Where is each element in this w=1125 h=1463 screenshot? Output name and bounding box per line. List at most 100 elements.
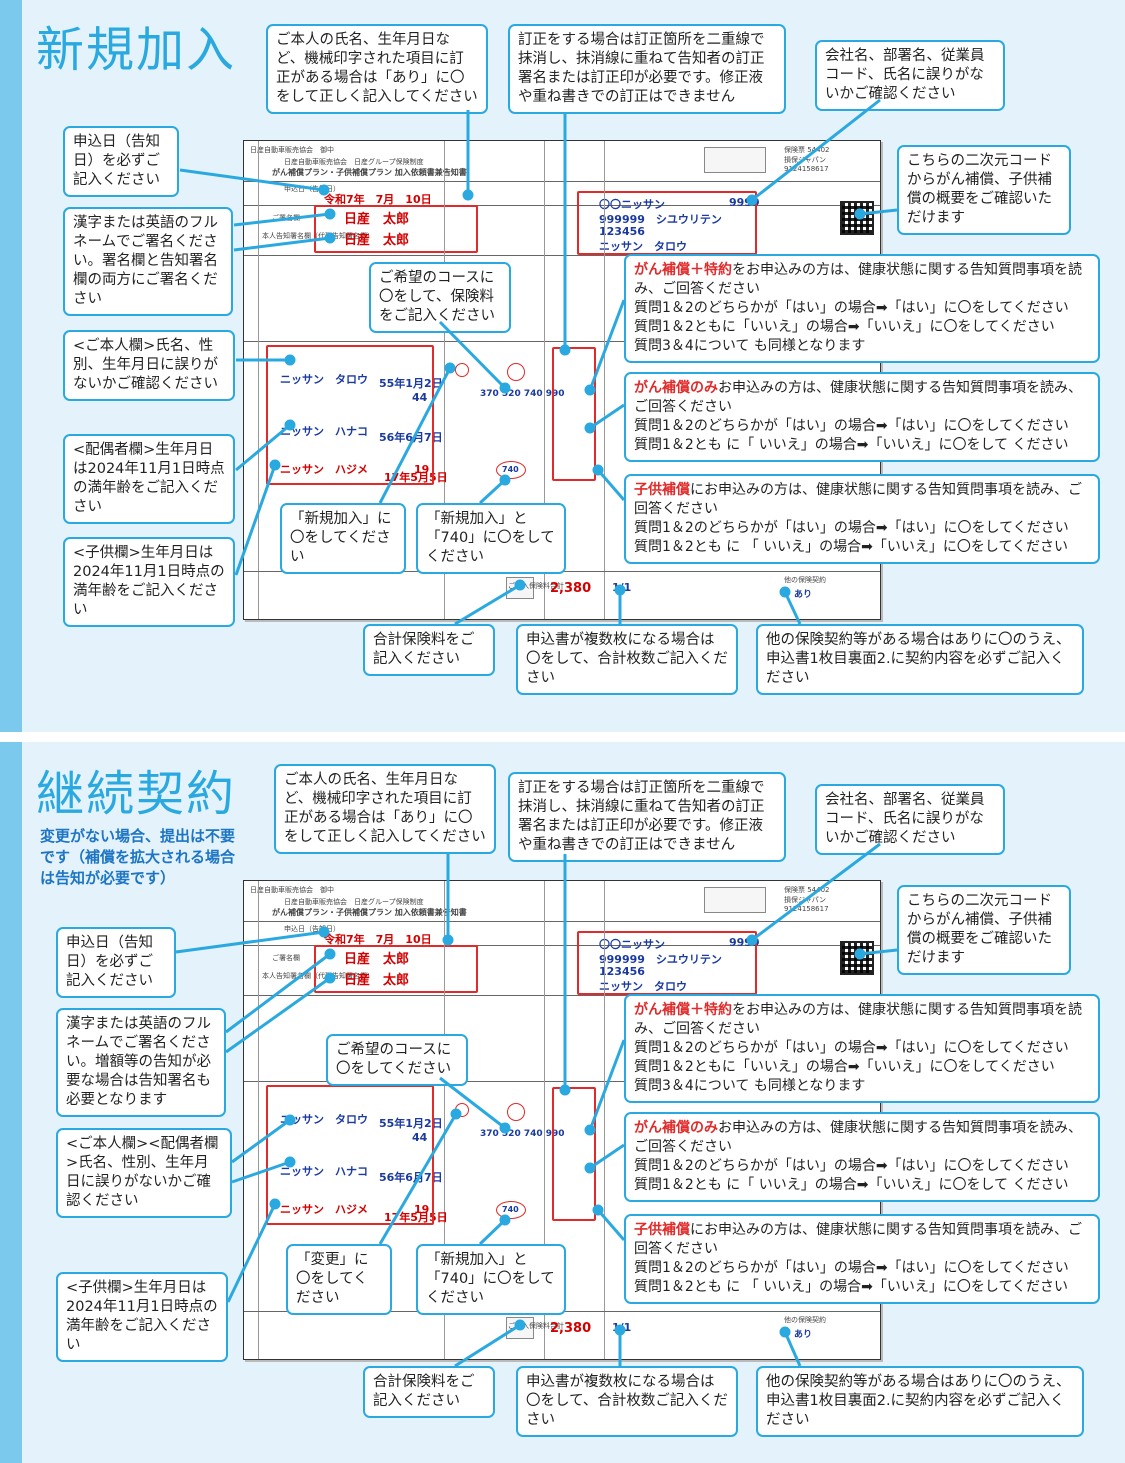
form-signature-name-1[interactable]: 日産 太郎 [344, 212, 410, 227]
form-person-3: ニッサン ハジメ [280, 463, 368, 476]
form-other-label: 他の保険契約 [784, 1316, 826, 1324]
form-stamp-box [704, 147, 766, 173]
form-signature-name-2[interactable]: 日産 太郎 [344, 973, 410, 988]
panel-title: 新規加入 [36, 22, 237, 78]
panel-renewal: 継続契約 変更がない場合、提出は不要です（補償を拡大される場合は告知が必要です）… [0, 742, 1125, 1463]
child-health-title: 子供補償 [634, 482, 690, 498]
child-health-text: にお申込みの方は、健康状態に関する告知質問事項を読み、ご回答ください [634, 1222, 1082, 1257]
form-other-label: 他の保険契約 [784, 576, 826, 584]
callout-other: 他の保険契約等がある場合はありに〇のうえ、申込書1枚目裏面2.に契約内容を必ずご… [756, 1366, 1084, 1437]
cancer-plus-q3: 質問3＆4について も同様となります [634, 338, 866, 354]
form-total-premium[interactable]: 2,380 [550, 581, 592, 596]
cancer-only-q2: 質問1＆2とも に「 いいえ」の場合➡「いいえ」に〇をして ください [634, 1177, 1069, 1193]
callout-course: ご希望のコースに〇をしてください [326, 1034, 468, 1086]
callout-child-health: 子供補償にお申込みの方は、健康状態に関する告知質問事項を読み、ご回答ください 質… [624, 474, 1100, 564]
callout-new-740: 「新規加入」と「740」に〇をしてください [416, 503, 566, 574]
form-header-small: 日産自動車販売協会 御中 [250, 886, 334, 894]
callout-cancer-plus: がん補償＋特約をお申込みの方は、健康状態に関する告知質問事項を読み、ご回答くださ… [624, 254, 1100, 363]
form-employee-kana: ニッサン タロウ [599, 240, 687, 253]
form-number: 保険票 54402 [784, 146, 830, 154]
form-sheet-count[interactable]: 1/1 [612, 581, 632, 594]
cancer-only-q1: 質問1＆2のどちらかが「はい」の場合➡「はい」に〇をしてください [634, 418, 1069, 434]
child-health-q2: 質問1＆2とも に 「 いいえ」の場合➡「いいえ」に〇をしてください [634, 1279, 1069, 1295]
form-date-value[interactable]: 令和7年 7月 10日 [324, 193, 432, 206]
persons-highlight [266, 345, 434, 485]
panel-side-bar [0, 0, 22, 732]
cancer-plus-text: をお申込みの方は、健康状態に関する告知質問事項を読み、ご回答ください [634, 1002, 1082, 1037]
callout-signature: 漢字または英語のフルネームでご署名ください。署名欄と告知署名欄の両方にご署名くだ… [63, 207, 233, 316]
form-total-label: ご加入保険料合計 [508, 582, 564, 590]
form-employee-code: 999999 シユウリテン [599, 953, 722, 966]
callout-multi: 申込書が複数枚になる場合は〇をして、合計枚数ご記入ください [516, 1366, 738, 1437]
qr-code-icon[interactable] [840, 941, 874, 975]
child-health-q1: 質問1＆2のどちらかが「はい」の場合➡「はい」に〇をしてください [634, 1260, 1069, 1276]
form-total-label: ご加入保険料合計 [508, 1322, 564, 1330]
course-740-circle [496, 1201, 526, 1219]
callout-qr: こちらの二次元コードからがん補償、子供補償の概要をご確認いただけます [897, 145, 1071, 235]
callout-total: 合計保険料をご記入ください [363, 1366, 495, 1418]
callout-self: <ご本人欄>氏名、性別、生年月日に誤りがないかご確認ください [63, 330, 235, 401]
form-header-title-2: がん補償プラン・子供補償プラン 加入依頼書兼告知書 [272, 908, 467, 917]
form-signature-label: ご署名欄 [272, 954, 300, 962]
signature-highlight [314, 205, 478, 253]
callout-spouse: <配偶者欄>生年月日は2024年11月1日時点の満年齢をご記入ください [63, 434, 235, 524]
cancer-only-text: お申込みの方は、健康状態に関する告知質問事項を読み、ご回答ください [634, 1120, 1082, 1155]
form-sheet-count[interactable]: 1/1 [612, 1321, 632, 1334]
cancer-plus-text: をお申込みの方は、健康状態に関する告知質問事項を読み、ご回答ください [634, 262, 1082, 297]
form-employee-kana: ニッサン タロウ [599, 980, 687, 993]
callout-signature: 漢字または英語のフルネームでご署名ください。増額等の告知が必要な場合は告知署名も… [56, 1008, 226, 1117]
callout-company-check: 会社名、部署名、従業員コード、氏名に誤りがないかご確認ください [815, 40, 1005, 111]
course-circle [507, 363, 525, 381]
form-course-numbers: 370 520 740 990 [480, 389, 565, 399]
signature-highlight [314, 945, 478, 993]
callout-date: 申込日（告知日）を必ずご記入ください [56, 927, 176, 998]
child-health-q2: 質問1＆2とも に 「 いいえ」の場合➡「いいえ」に〇をしてください [634, 539, 1069, 555]
cancer-plus-q1: 質問1＆2のどちらかが「はい」の場合➡「はい」に〇をしてください [634, 1040, 1069, 1056]
cancer-plus-title: がん補償＋特約 [634, 1002, 732, 1018]
form-signature-label: ご署名欄 [272, 214, 300, 222]
form-person-1: ニッサン タロウ [280, 1113, 368, 1126]
callout-child-health: 子供補償にお申込みの方は、健康状態に関する告知質問事項を読み、ご回答ください 質… [624, 1214, 1100, 1304]
cancer-only-q2: 質問1＆2とも に「 いいえ」の場合➡「いいえ」に〇をして ください [634, 437, 1069, 453]
form-total-premium[interactable]: 2,380 [550, 1321, 592, 1336]
change-circle [455, 1103, 469, 1117]
callout-company-check: 会社名、部署名、従業員コード、氏名に誤りがないかご確認ください [815, 784, 1005, 855]
cancer-only-q1: 質問1＆2のどちらかが「はい」の場合➡「はい」に〇をしてください [634, 1158, 1069, 1174]
form-other-value[interactable]: あり [794, 590, 813, 600]
course-740-circle [496, 461, 526, 479]
child-health-text: にお申込みの方は、健康状態に関する告知質問事項を読み、ご回答ください [634, 482, 1082, 517]
form-date-value[interactable]: 令和7年 7月 10日 [324, 933, 432, 946]
form-other-value[interactable]: あり [794, 1330, 813, 1340]
form-employee-code: 999999 シユウリテン [599, 213, 722, 226]
callout-date: 申込日（告知日）を必ずご記入ください [63, 126, 179, 197]
course-circle [507, 1103, 525, 1121]
form-signature-name-1[interactable]: 日産 太郎 [344, 952, 410, 967]
form-number: 保険票 54402 [784, 886, 830, 894]
callout-child: <子供欄>生年月日は2024年11月1日時点の満年齢をご記入ください [63, 537, 235, 627]
form-employee-number: 123456 [599, 225, 645, 238]
form-company-name: 〇〇ニッサン [599, 938, 665, 951]
form-code-line: 9124158617 [784, 165, 829, 173]
cancer-plus-q2: 質問1＆2ともに「いいえ」の場合➡「いいえ」に〇をしてください [634, 319, 1055, 335]
cancer-only-text: お申込みの方は、健康状態に関する告知質問事項を読み、ご回答ください [634, 380, 1082, 415]
cancer-plus-q1: 質問1＆2のどちらかが「はい」の場合➡「はい」に〇をしてください [634, 300, 1069, 316]
panel-new-enrollment: 新規加入 日産自動車販売協会 御中 日産自動車販売協会 日産グループ保険制度 が… [0, 0, 1125, 732]
form-insurer: 損保ジャパン [784, 156, 826, 164]
panel-side-bar [0, 742, 22, 1463]
form-signature-name-2[interactable]: 日産 太郎 [344, 233, 410, 248]
form-proxy-label: 本人告知署名欄（代理告知署名欄） [262, 232, 374, 240]
cancer-only-title: がん補償のみ [634, 380, 718, 396]
child-health-q1: 質問1＆2のどちらかが「はい」の場合➡「はい」に〇をしてください [634, 520, 1069, 536]
callout-cancer-plus: がん補償＋特約をお申込みの方は、健康状態に関する告知質問事項を読み、ご回答くださ… [624, 994, 1100, 1103]
callout-qr: こちらの二次元コードからがん補償、子供補償の概要をご確認いただけます [897, 885, 1071, 975]
form-header-title-2: がん補償プラン・子供補償プラン 加入依頼書兼告知書 [272, 168, 467, 177]
qr-code-icon[interactable] [840, 201, 874, 235]
child-health-title: 子供補償 [634, 1222, 690, 1238]
form-company-name: 〇〇ニッサン [599, 198, 665, 211]
cancer-only-title: がん補償のみ [634, 1120, 718, 1136]
form-person-2: ニッサン ハナコ [280, 1165, 368, 1178]
callout-child: <子供欄>生年月日は2024年11月1日時点の満年齢をご記入ください [56, 1272, 228, 1362]
form-person-2: ニッサン ハナコ [280, 425, 368, 438]
new-enroll-circle [455, 363, 469, 377]
callout-new-circle: 「新規加入」に〇をしてください [280, 503, 406, 574]
